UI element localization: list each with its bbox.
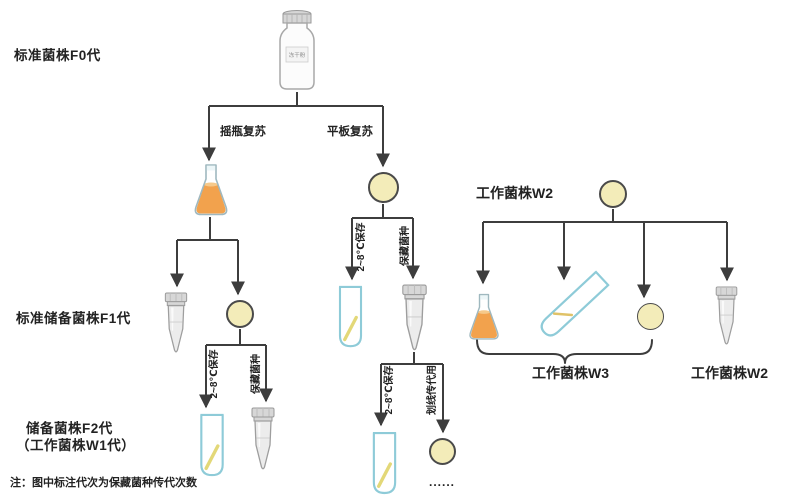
label-cold-storage: 2~8℃保存 bbox=[356, 222, 367, 272]
cryotube-icon bbox=[162, 292, 190, 359]
agar-plate-icon bbox=[599, 180, 627, 208]
agar-plate-icon bbox=[368, 172, 399, 203]
erlenmeyer-flask-icon bbox=[467, 289, 501, 350]
label-streak-passage: 划线传代用 bbox=[427, 365, 438, 415]
footnote: 注：图中标注代次为保藏菌种传代次数 bbox=[10, 477, 197, 489]
label-standard-stock-f1: 标准储备菌株F1代 bbox=[16, 311, 131, 326]
agar-plate-icon bbox=[637, 303, 664, 330]
agar-plate-icon bbox=[226, 300, 254, 328]
label-working-strain-w3: 工作菌株W3 bbox=[532, 365, 609, 381]
tilted-slant-tube-icon bbox=[530, 268, 613, 348]
label-plate-revival: 平板复苏 bbox=[327, 126, 373, 138]
label-strain-preservation: 保藏菌种 bbox=[400, 226, 411, 266]
slant-tube-icon bbox=[197, 413, 227, 484]
lyophilized-vial-icon: 冻干粉 bbox=[272, 6, 322, 97]
label-cold-storage: 2~8℃保存 bbox=[209, 349, 220, 399]
label-working-w1: （工作菌株W1代） bbox=[16, 438, 136, 453]
slant-tube-icon bbox=[370, 431, 399, 498]
label-standard-strain-f0: 标准菌株F0代 bbox=[14, 48, 101, 63]
label-shake-flask-revival: 摇瓶复苏 bbox=[220, 126, 266, 138]
label-stock-f2: 储备菌株F2代 bbox=[26, 421, 113, 436]
cryotube-icon bbox=[249, 407, 277, 476]
cryotube-icon bbox=[713, 286, 740, 351]
label-cold-storage: 2~8℃保存 bbox=[384, 365, 395, 415]
ellipsis-text: ...... bbox=[429, 475, 456, 489]
slant-tube-icon bbox=[336, 285, 365, 355]
vial-label-text: 冻干粉 bbox=[289, 51, 306, 59]
curly-brace bbox=[476, 339, 653, 364]
label-working-strain-w2-top: 工作菌株W2 bbox=[476, 185, 553, 201]
agar-plate-icon bbox=[429, 438, 456, 465]
label-strain-preservation: 保藏菌种 bbox=[251, 354, 262, 394]
erlenmeyer-flask-icon bbox=[192, 163, 230, 222]
label-working-strain-w2-bottom: 工作菌株W2 bbox=[691, 365, 768, 381]
cryotube-icon bbox=[399, 284, 430, 357]
